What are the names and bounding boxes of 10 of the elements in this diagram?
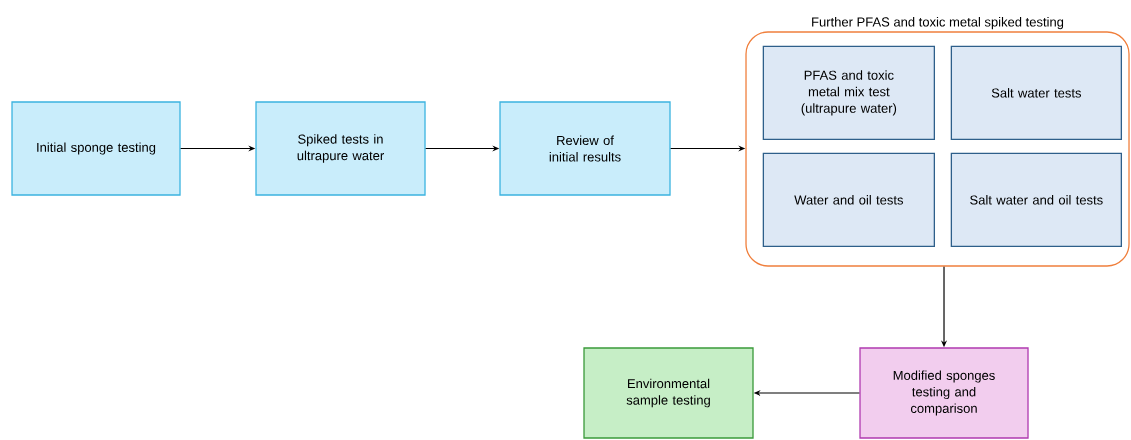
process-box: Modified sponges testing and comparison xyxy=(859,347,1029,439)
process-box: Salt water tests xyxy=(950,45,1122,140)
process-box: Initial sponge testing xyxy=(11,101,181,196)
process-box: Spiked tests in ultrapure water xyxy=(255,101,426,196)
process-box: Review of initial results xyxy=(499,101,671,196)
process-box: PFAS and toxic metal mix test (ultrapure water) xyxy=(762,45,935,140)
process-box: Environmental sample testing xyxy=(583,347,754,439)
group-heading: Further PFAS and toxic metal spiked testing xyxy=(812,17,1064,30)
process-box: Water and oil tests xyxy=(762,152,935,247)
process-box: Salt water and oil tests xyxy=(950,152,1122,247)
